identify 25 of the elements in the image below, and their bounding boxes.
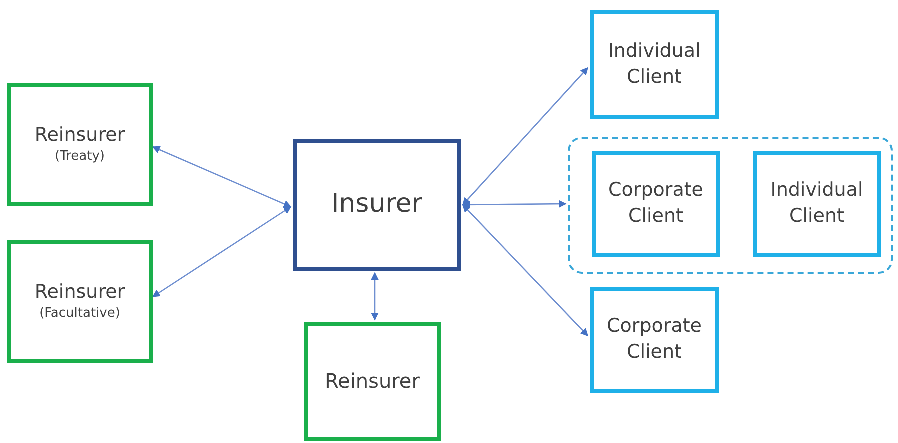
entity-box [304, 322, 441, 441]
entity-name: Individual Client [607, 38, 702, 90]
entity-name: Reinsurer [325, 368, 420, 395]
double-arrow [462, 204, 589, 337]
group-box [568, 137, 893, 274]
entity-box [7, 240, 153, 363]
entity-subtitle: (Treaty) [55, 148, 105, 166]
entity-name: Corporate Client [606, 314, 703, 365]
double-arrow [462, 200, 567, 209]
entity-box [293, 139, 461, 271]
entity-box [753, 151, 881, 257]
double-arrow [462, 67, 589, 206]
double-arrow [152, 146, 292, 208]
entity-name: Reinsurer [34, 122, 126, 148]
double-arrow [371, 272, 379, 321]
entity-box [590, 10, 719, 119]
double-arrow [152, 206, 292, 298]
entity-subtitle: (Facultative) [40, 305, 120, 324]
entity-name: Corporate Client [608, 178, 704, 229]
entity-box [590, 287, 719, 393]
entity-name: Reinsurer [34, 280, 126, 305]
entity-box [7, 83, 153, 206]
entity-box [592, 151, 720, 257]
entity-name: Insurer [332, 188, 422, 222]
entity-name: Individual Client [770, 178, 864, 229]
